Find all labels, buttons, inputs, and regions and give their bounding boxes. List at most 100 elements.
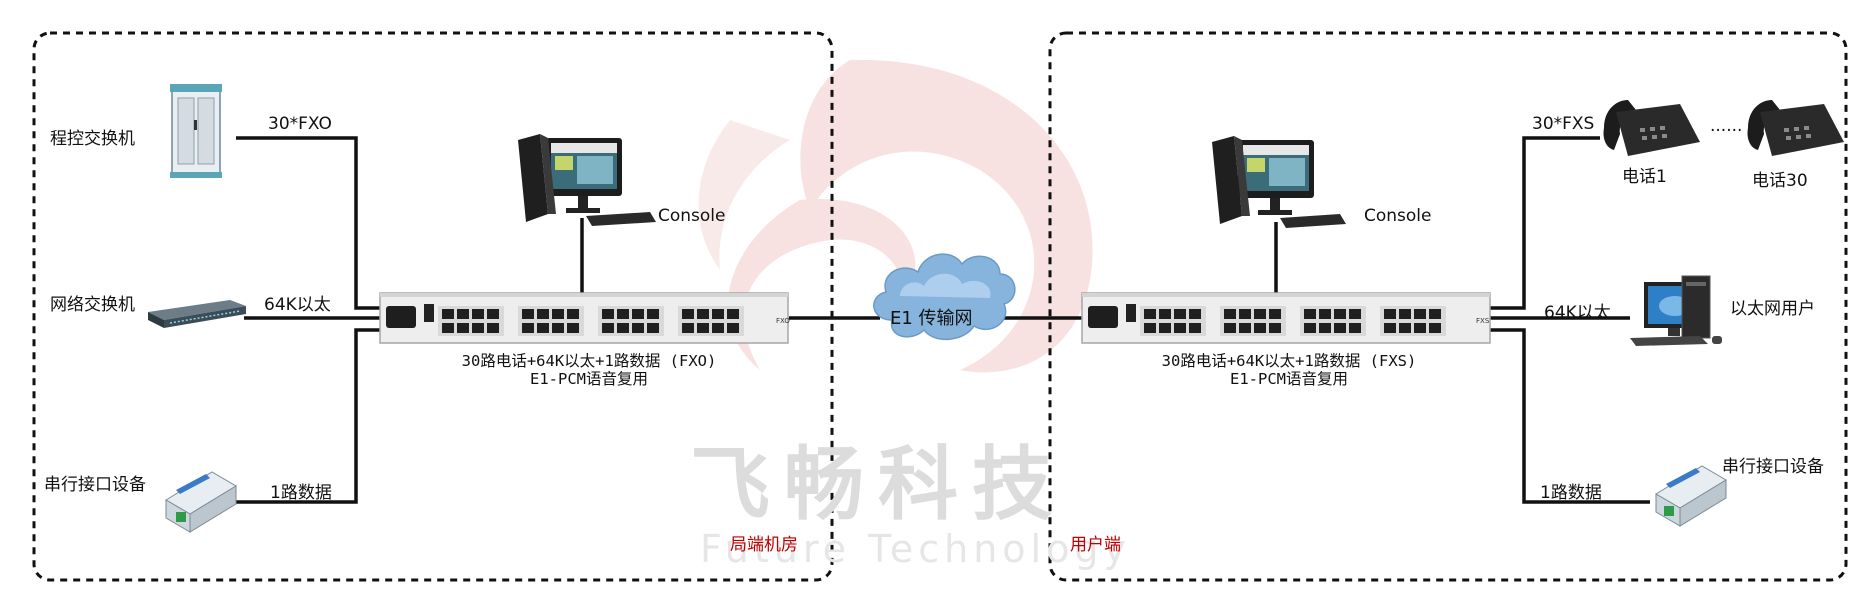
right-data-link-line (1490, 328, 1650, 504)
left-mux-caption-line2: E1-PCM语音复用 (530, 370, 648, 388)
rj11-port (1429, 309, 1441, 319)
rj11-port (697, 309, 709, 319)
rj11-port (487, 323, 499, 333)
network-switch-icon (148, 300, 246, 328)
rj11-port (712, 323, 724, 333)
rj11-port (1319, 323, 1331, 333)
right-serial-device-label: 串行接口设备 (1722, 457, 1824, 477)
right-pc-icon (1212, 136, 1346, 228)
rj11-port (1174, 323, 1186, 333)
left-links (236, 136, 880, 504)
rj11-port (1159, 309, 1171, 319)
rj11-port (442, 309, 454, 319)
rj11-port (472, 323, 484, 333)
left-mux-tag: FXO (776, 317, 790, 325)
rj11-port (1189, 309, 1201, 319)
rj11-port (487, 309, 499, 319)
rj11-port (1144, 323, 1156, 333)
serial-device-label: 串行接口设备 (44, 475, 146, 495)
rj11-port (1319, 309, 1331, 319)
network-switch-label: 网络交换机 (50, 295, 135, 315)
rj11-port (617, 309, 629, 319)
left-mux-chassis: FXO (379, 292, 790, 344)
fxo-link-label: 30*FXO (268, 114, 332, 134)
rj11-port (1239, 309, 1251, 319)
rj11-port (442, 323, 454, 333)
right-data-link-label: 1路数据 (1540, 483, 1602, 503)
rj11-port (1304, 309, 1316, 319)
right-serial-device-icon (1655, 465, 1727, 527)
rj11-port (1224, 323, 1236, 333)
rj11-port (632, 309, 644, 319)
left-serial-device-icon (165, 471, 237, 533)
ethernet-user-pc-icon (1630, 275, 1722, 346)
phone-ellipsis: ...... (1710, 116, 1743, 136)
rj11-port (457, 323, 469, 333)
rj11-port (1239, 323, 1251, 333)
rj11-port (1304, 323, 1316, 333)
rj11-port (1334, 309, 1346, 319)
data-link-line (236, 328, 384, 504)
right-mux-tag: FXS (1476, 317, 1490, 325)
rj11-port (1334, 323, 1346, 333)
right-console-label: Console (1364, 206, 1432, 226)
pbx-cabinet-icon (170, 84, 222, 178)
rj11-port (647, 309, 659, 319)
rj11-port (522, 309, 534, 319)
right-mux-caption-line2: E1-PCM语音复用 (1230, 370, 1348, 388)
rj11-port (1414, 309, 1426, 319)
rj11-port (1144, 309, 1156, 319)
data-link-label: 1路数据 (270, 483, 332, 503)
rj11-port (617, 323, 629, 333)
e1-network-label: E1 传输网 (890, 308, 973, 329)
rj11-port (472, 309, 484, 319)
rj11-port (1429, 323, 1441, 333)
ethernet-user-label: 以太网用户 (1730, 299, 1815, 319)
e1-cloud-icon (873, 253, 1016, 341)
rj11-port (552, 309, 564, 319)
rj11-port (1189, 323, 1201, 333)
left-mux-caption: 30路电话+64K以太+1路数据 (FXO) E1-PCM语音复用 (394, 352, 784, 388)
rj11-port (647, 323, 659, 333)
central-site-boundary (32, 31, 834, 582)
rj11-port (1349, 309, 1361, 319)
rj11-port (1414, 323, 1426, 333)
rj11-port (1399, 323, 1411, 333)
rj11-port (537, 309, 549, 319)
rj11-port (602, 309, 614, 319)
rj11-port (712, 309, 724, 319)
rj11-port (727, 323, 739, 333)
phone-1-label: 电话1 (1622, 167, 1667, 187)
rj11-port (1174, 309, 1186, 319)
rj11-port (727, 309, 739, 319)
rj11-port (1349, 323, 1361, 333)
phone-30-label: 电话30 (1752, 171, 1808, 191)
right-power-socket-icon (1088, 306, 1118, 328)
phone-30-icon (1747, 100, 1844, 156)
left-pc-icon (518, 134, 656, 226)
rj11-port (567, 323, 579, 333)
rj11-port (1384, 323, 1396, 333)
rj11-port (682, 323, 694, 333)
rj11-port (1384, 309, 1396, 319)
right-links (1000, 136, 1650, 504)
user-site-boundary (1048, 31, 1848, 582)
rj11-port (1269, 309, 1281, 319)
rj11-port (1159, 323, 1171, 333)
rj11-port (632, 323, 644, 333)
rj11-port (552, 323, 564, 333)
fxs-link-label: 30*FXS (1532, 114, 1595, 134)
pbx-label: 程控交换机 (50, 129, 135, 149)
central-site-label: 局端机房 (730, 535, 798, 555)
rj11-port (1224, 309, 1236, 319)
watermark-logo (698, 59, 1093, 373)
ethernet-link-label: 64K以太 (264, 295, 331, 315)
watermark-company-cn: 飞畅科技 (690, 438, 1066, 531)
rj11-port (522, 323, 534, 333)
right-mux-chassis: FXS (1081, 292, 1491, 344)
rj11-port (567, 309, 579, 319)
fxs-link-line (1490, 136, 1600, 310)
rj11-port (602, 323, 614, 333)
